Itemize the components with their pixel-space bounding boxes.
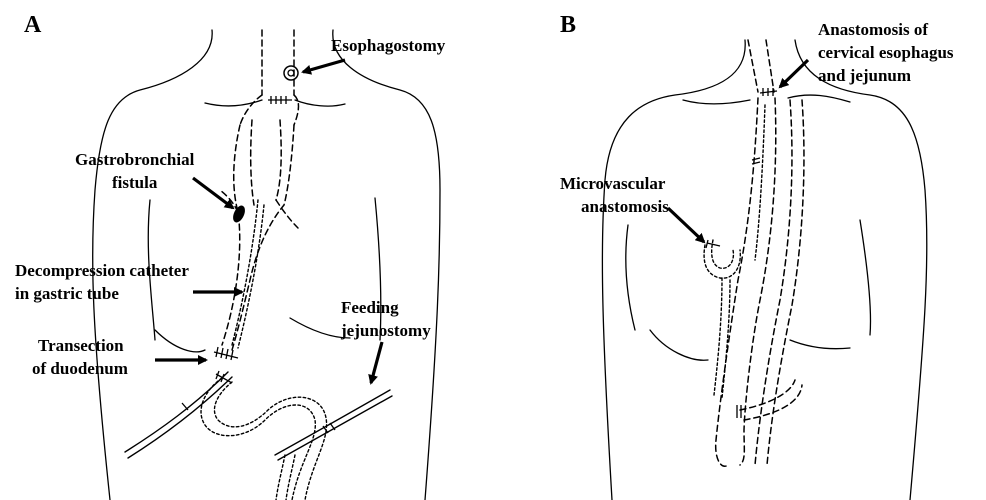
lower-catheters xyxy=(125,372,392,460)
decompression-label-line1: Decompression catheter xyxy=(15,261,189,280)
decompression-label-line2: in gastric tube xyxy=(15,284,119,303)
anastomosis-label-line3: and jejunum xyxy=(818,66,911,85)
microvascular-label-line2: anastomosis xyxy=(581,197,669,216)
panel-b-letter: B xyxy=(560,12,576,38)
label-esophagostomy: Esophagostomy xyxy=(303,36,446,72)
feeding-label-line2: jejunostomy xyxy=(340,321,431,340)
transection-label-line1: Transection xyxy=(38,336,124,355)
label-decompression: Decompression catheter in gastric tube xyxy=(15,261,242,303)
label-anastomosis: Anastomosis of cervical esophagus and je… xyxy=(780,20,954,87)
feeding-label-line1: Feeding xyxy=(341,298,399,317)
transection-label-line2: of duodenum xyxy=(32,359,128,378)
duodenum-transection xyxy=(214,347,238,360)
panel-b: B xyxy=(560,12,954,500)
label-feeding: Feeding jejunostomy xyxy=(340,298,431,383)
anastomosis-label-line1: Anastomosis of xyxy=(818,20,928,39)
microvascular-arrow xyxy=(668,208,704,242)
jejunum-loop xyxy=(201,371,327,500)
anastomosis-arrow xyxy=(780,60,808,87)
feeding-arrow xyxy=(371,342,382,383)
microvascular-loop xyxy=(704,240,740,398)
fistula-arrow xyxy=(193,178,233,208)
fistula-label-line1: Gastrobronchial xyxy=(75,150,195,169)
panel-a-letter: A xyxy=(24,12,42,38)
panel-a-esophagus xyxy=(240,30,299,125)
fistula-label-line2: fistula xyxy=(112,173,158,192)
esophagostomy-stoma xyxy=(284,66,298,80)
esophagostomy-label: Esophagostomy xyxy=(331,36,446,55)
anastomosis-label-line2: cervical esophagus xyxy=(818,43,954,62)
esophagostomy-arrow xyxy=(303,60,345,72)
label-transection: Transection of duodenum xyxy=(32,336,206,378)
microvascular-label-line1: Microvascular xyxy=(560,174,666,193)
panel-a: A xyxy=(15,12,446,500)
label-fistula: Gastrobronchial fistula xyxy=(75,150,233,208)
gastric-tube xyxy=(220,120,298,350)
label-microvascular: Microvascular anastomosis xyxy=(560,174,704,242)
